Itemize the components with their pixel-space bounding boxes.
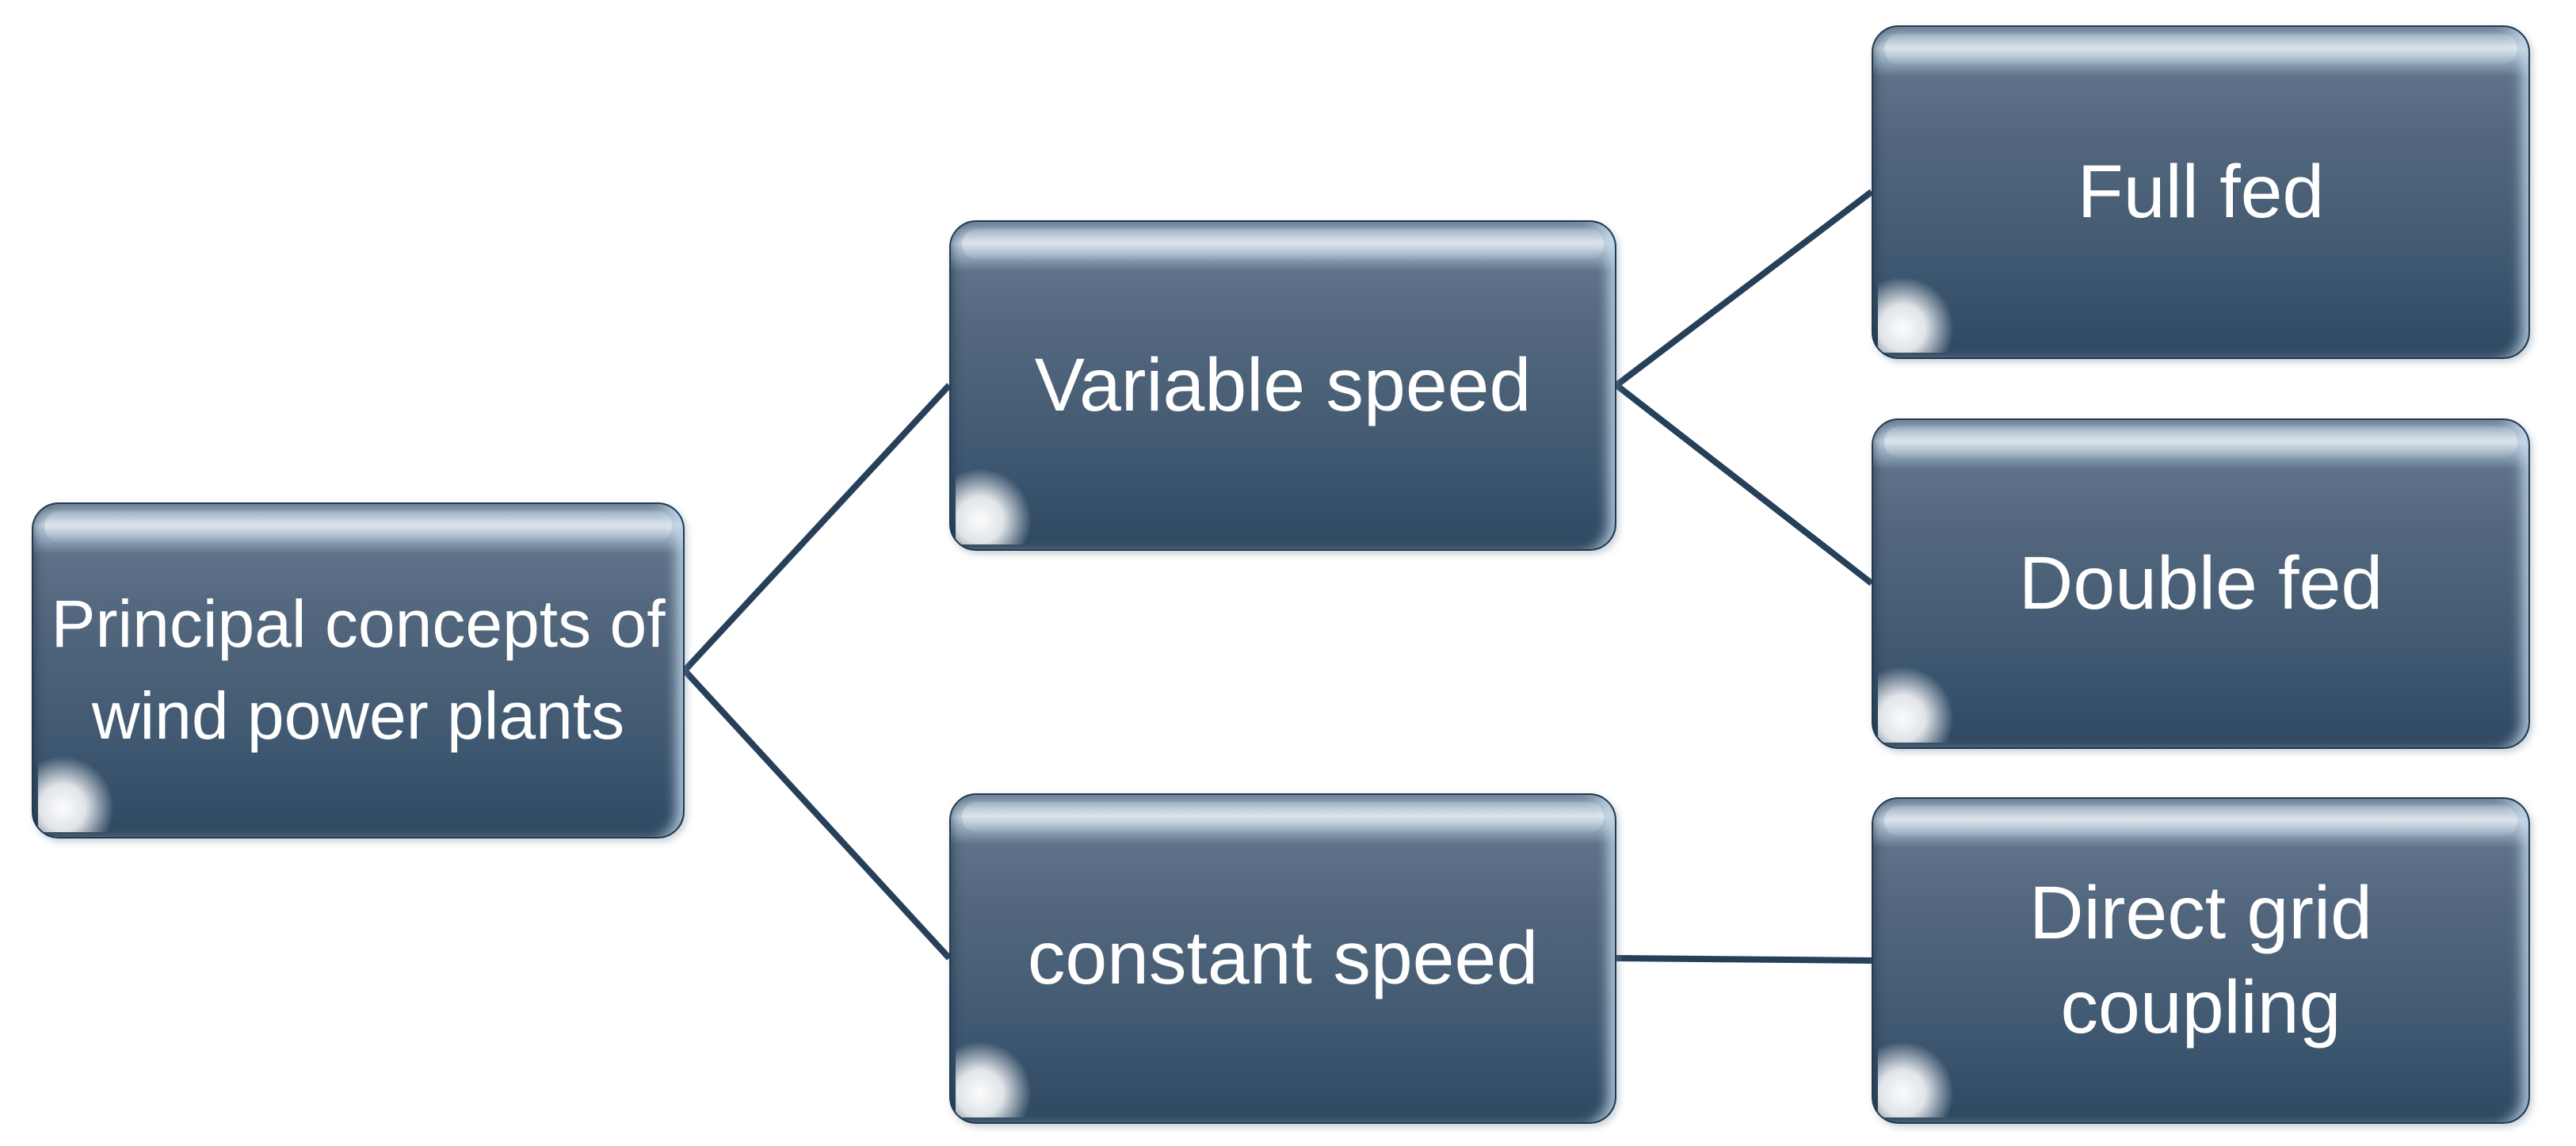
node-double-fed: Double fed (1872, 418, 2530, 749)
node-full-fed: Full fed (1872, 25, 2530, 359)
node-principal-concepts: Principal concepts of wind power plants (32, 502, 685, 838)
node-direct-grid-coupling-label: Direct grid coupling (2029, 871, 2372, 1049)
connector-root-constant (682, 668, 952, 961)
connector-constant-directgrid (1616, 955, 1872, 964)
node-constant-speed: constant speed (949, 793, 1616, 1124)
connector-variable-fullfed (1614, 189, 1874, 388)
node-direct-grid-coupling: Direct grid coupling (1872, 797, 2530, 1124)
connector-root-variable (682, 383, 952, 673)
node-variable-speed: Variable speed (949, 220, 1616, 551)
node-double-fed-label: Double fed (2018, 541, 2383, 626)
connector-variable-doublefed (1614, 382, 1874, 586)
node-variable-speed-label: Variable speed (1034, 343, 1532, 428)
node-constant-speed-label: constant speed (1027, 916, 1539, 1001)
node-principal-concepts-label: Principal concepts of wind power plants (51, 586, 666, 753)
node-full-fed-label: Full fed (2077, 150, 2325, 235)
